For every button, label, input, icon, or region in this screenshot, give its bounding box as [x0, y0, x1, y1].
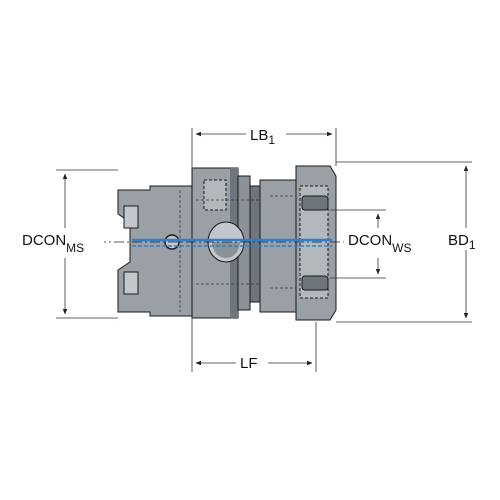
collar-slot-top [301, 195, 329, 211]
dcon-ms-label-sub: MS [66, 241, 84, 255]
lb-label-sub: 1 [268, 133, 275, 147]
neck-groove [249, 185, 261, 303]
lb-label-main: LB [250, 127, 268, 144]
flange-recess [203, 179, 227, 211]
dcon-ws-label-sub: WS [392, 241, 411, 255]
bd-label-main: BD [448, 232, 469, 249]
dcon-ms-label: DCONMS [22, 232, 84, 255]
bd-label-sub: 1 [469, 238, 476, 252]
collar-slot-bottom [301, 275, 329, 291]
lf-label: LF [240, 355, 258, 372]
dcon-ws-label-main: DCON [348, 232, 392, 249]
dcon-ms-label-main: DCON [22, 232, 66, 249]
hidden-lines [179, 190, 296, 312]
coupling-key-slot-bottom [123, 271, 139, 295]
coupling-key-slot-top [123, 205, 139, 229]
tool-holder-body [117, 165, 337, 321]
dcon-ws-label: DCONWS [348, 232, 412, 255]
lb-label: LB1 [250, 127, 275, 147]
bd-label: BD1 [448, 232, 476, 252]
coolant-channel [132, 238, 332, 247]
